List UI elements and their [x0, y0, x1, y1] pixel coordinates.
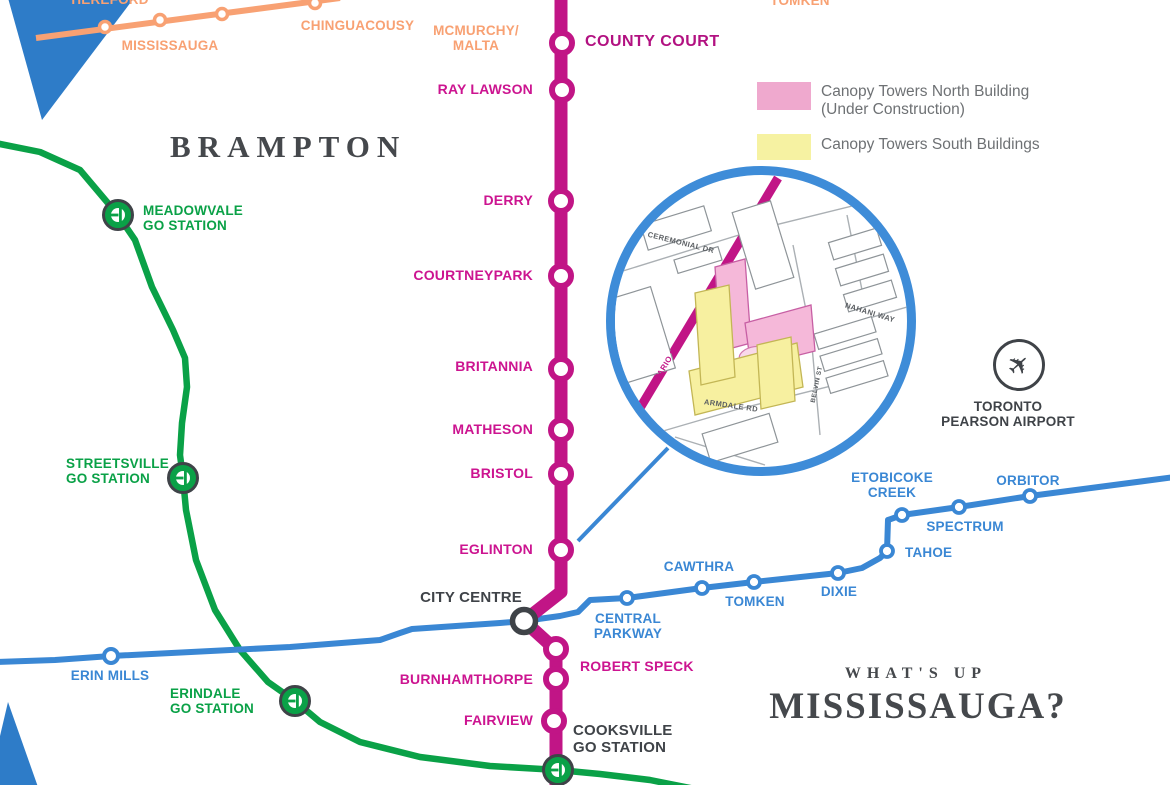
station-label-orbitor: ORBITOR: [996, 473, 1060, 488]
station-label-tahoe: TAHOE: [905, 545, 953, 560]
station-label-burnhamthorpe: BURNHAMTHORPE: [399, 671, 533, 687]
tagline-mississauga: MISSISSAUGA?: [769, 686, 1067, 727]
station-marker-central-parkway: [619, 590, 635, 606]
transitway-line: [0, 474, 1170, 665]
station-marker-tomken: [746, 574, 762, 590]
station-label-tomken: TOMKEN: [725, 594, 785, 609]
station-marker-city-centre: [509, 606, 539, 636]
station-label-cawthra: CAWTHRA: [663, 559, 735, 574]
station-marker-orbitor: [1022, 488, 1038, 504]
station-marker-fairview: [541, 708, 567, 734]
go-marker-erindale: [279, 685, 311, 717]
station-marker-robert-speck: [543, 636, 569, 662]
legend-label-north: Canopy Towers North Building (Under Cons…: [821, 83, 1030, 118]
station-label-courtneypark: COURTNEYPARK: [413, 267, 533, 283]
station-label-erindale-go: ERINDALE GO STATION: [170, 686, 254, 717]
station-marker-courtneypark: [548, 263, 574, 289]
station-label-mississauga: MISSISSAUGA: [121, 38, 219, 53]
station-label-central-parkway: CENTRAL PARKWAY: [593, 611, 663, 642]
legend-swatch-south: [757, 134, 811, 160]
station-label-matheson: MATHESON: [452, 421, 533, 437]
go-marker-meadowvale: [102, 199, 134, 231]
station-label-tomken-orange: TOMKEN: [770, 0, 830, 8]
station-label-spectrum: SPECTRUM: [926, 519, 1004, 534]
station-marker-derry: [548, 188, 574, 214]
station-marker-county-court: [549, 30, 575, 56]
station-marker-mississauga: [97, 19, 113, 35]
legend-label-south: Canopy Towers South Buildings: [821, 136, 1040, 153]
station-marker-ray-lawson: [549, 77, 575, 103]
station-marker-mcmurchy: [214, 6, 230, 22]
station-label-mcmurchy-malta: MCMURCHY/ MALTA: [433, 23, 519, 54]
station-marker-etobicoke-creek: [894, 507, 910, 523]
station-label-robert-speck: ROBERT SPECK: [580, 658, 694, 674]
station-label-cooksville-go: COOKSVILLE GO STATION: [573, 722, 673, 757]
station-marker-britannia: [548, 356, 574, 382]
orange-line: [35, 0, 341, 41]
inset-map: [615, 175, 907, 466]
highway-wedge-top: [8, 0, 133, 120]
station-label-erin-mills: ERIN MILLS: [70, 668, 150, 683]
station-marker-bristol: [548, 461, 574, 487]
station-label-fairview: FAIRVIEW: [463, 712, 533, 728]
legend-swatch-north: [757, 82, 811, 110]
station-label-eglinton: EGLINTON: [459, 541, 533, 557]
airplane-icon: ✈: [1000, 345, 1038, 384]
airport-label: TORONTO PEARSON AIRPORT: [941, 399, 1075, 430]
station-marker-orange-top: [307, 0, 323, 11]
go-marker-cooksville: [542, 754, 574, 785]
station-marker-spectrum: [951, 499, 967, 515]
station-label-bristol: BRISTOL: [470, 465, 533, 481]
station-marker-eglinton: [548, 537, 574, 563]
station-label-streetsville-go: STREETSVILLE GO STATION: [66, 456, 169, 487]
station-marker-cawthra: [694, 580, 710, 596]
inset-south-buildings: [688, 284, 804, 416]
tagline-whats-up: WHAT'S UP: [844, 665, 988, 682]
station-label-county-court: COUNTY COURT: [585, 33, 720, 50]
station-label-ray-lawson: RAY LAWSON: [437, 81, 533, 97]
station-label-derry: DERRY: [483, 192, 533, 208]
station-label-dixie: DIXIE: [820, 584, 858, 599]
station-marker-erin-mills: [102, 647, 120, 665]
highway-wedge-bottom: [0, 702, 38, 785]
airport-marker: ✈: [993, 339, 1045, 391]
station-marker-dixie: [830, 565, 846, 581]
inset-leader-line: [576, 446, 670, 543]
station-label-etobicoke-creek: ETOBICOKE CREEK: [851, 470, 933, 501]
go-marker-streetsville: [167, 462, 199, 494]
station-marker-matheson: [548, 417, 574, 443]
station-label-meadowvale-go: MEADOWVALE GO STATION: [143, 203, 243, 234]
station-label-chinguacousy: CHINGUACOUSY: [300, 18, 415, 33]
go-line: [0, 140, 692, 785]
inset-buildings: [615, 200, 898, 464]
station-marker-chinguacousy: [152, 12, 168, 28]
station-label-britannia: BRITANNIA: [455, 358, 533, 374]
station-label-hereford: HEREFORD: [55, 0, 165, 7]
station-label-city-centre: CITY CENTRE: [420, 589, 522, 606]
station-marker-tahoe: [879, 543, 895, 559]
region-label-brampton: BRAMPTON: [170, 129, 407, 164]
station-marker-burnhamthorpe: [543, 666, 569, 692]
site-inset-circle: CEREMONIAL DR HURONTARIO ST NAHANI WAY A…: [606, 166, 916, 476]
